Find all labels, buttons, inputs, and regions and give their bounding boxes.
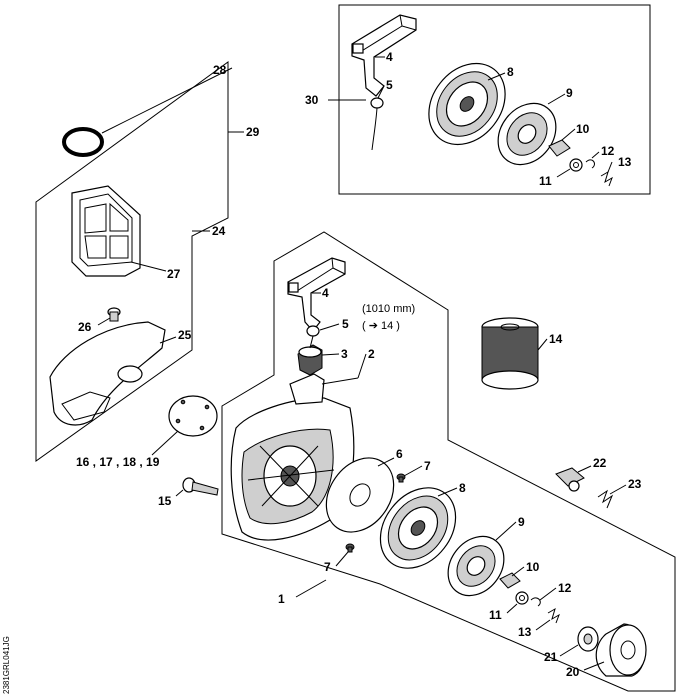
callout-6: 6 [396,447,403,461]
callout-11: 11 [489,608,502,622]
spring-13-top [600,170,613,187]
callout-7-bottom: 7 [324,560,331,574]
callout-3: 3 [341,347,348,361]
screw-7-bottom [345,543,355,553]
callout-15: 15 [158,494,172,508]
filter-27 [71,185,141,277]
rope-guide-3 [297,344,323,376]
callout-24: 24 [212,224,226,238]
callout-1: 1 [278,592,285,606]
pulley-9 [447,535,505,597]
washer-11 [515,591,529,605]
callout-12-top: 12 [601,144,615,158]
callout-12: 12 [558,581,572,595]
rope-spool-14 [481,317,539,390]
screw-26 [107,307,121,322]
rope-reference-note: ( ➔ 14 ) [362,320,400,332]
screw-15 [182,477,219,496]
spring-13 [547,607,560,624]
callout-11-top: 11 [539,174,552,188]
ring-5 [306,325,320,337]
rope-drum-8 [379,487,457,569]
clip-12-top [585,159,595,169]
pawl-22 [555,467,585,492]
drawing-code: 2381GRL041JG [2,636,11,694]
assembly-1-frame [221,231,676,692]
washer-21 [577,626,599,652]
ring-5-top [370,97,384,109]
callout-8-top: 8 [507,65,514,79]
leader-lines [97,56,627,671]
clip-12 [530,597,541,607]
kit-29-frame [35,61,229,462]
pulley-20 [595,623,647,677]
callout-26: 26 [78,320,92,334]
callout-16-19: 16 , 17 , 18 , 19 [76,455,160,469]
callout-22: 22 [593,456,607,470]
plate-16-19 [168,395,218,437]
spring-cover-6 [325,457,395,533]
fan-housing-1 [230,373,355,541]
callout-23: 23 [628,477,642,491]
callout-8: 8 [459,481,466,495]
washer-11-top-hole [573,162,579,168]
callout-9-top: 9 [566,86,573,100]
rope-length-note: (1010 mm) [362,303,415,315]
callout-13-top: 13 [618,155,632,169]
cover-25 [49,321,166,426]
callout-27: 27 [167,267,181,281]
pawl-10-top [548,139,571,157]
pulley-9-top [497,102,557,166]
callout-9: 9 [518,515,525,529]
washer-11-hole [519,595,525,601]
callout-29: 29 [246,125,260,139]
screw-7-top [396,473,406,483]
callout-2: 2 [368,347,375,361]
callout-10: 10 [526,560,540,574]
callout-28: 28 [213,63,227,77]
callout-5: 5 [342,317,349,331]
washer-11-top [569,158,583,172]
callout-20: 20 [566,665,580,679]
callout-4-top: 4 [386,50,393,64]
callout-5-top: 5 [386,78,393,92]
rope-drum-8-top [428,62,506,146]
callout-4: 4 [322,286,329,300]
handle-4 [287,257,346,332]
o-ring-28 [62,127,104,157]
callout-10-top: 10 [576,122,590,136]
rope-end [309,335,314,349]
callout-14: 14 [549,332,563,346]
rope-end-top [371,107,378,151]
callout-25: 25 [178,328,192,342]
spring-23 [597,489,614,509]
callout-30: 30 [305,93,319,107]
handle-4-top [351,14,417,97]
pawl-10 [499,572,521,589]
callout-21: 21 [544,650,558,664]
callout-7-top: 7 [424,459,431,473]
callout-13: 13 [518,625,532,639]
